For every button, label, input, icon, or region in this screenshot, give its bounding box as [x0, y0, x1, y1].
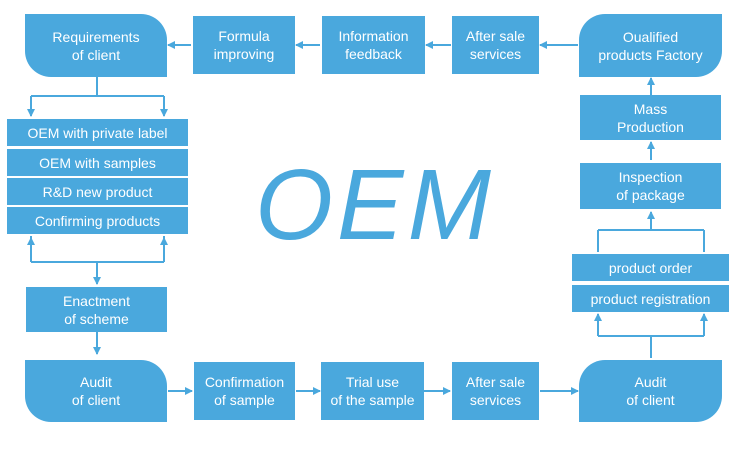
oem-samples: OEM with samples — [7, 149, 188, 176]
audit-of-client-right: Audit of client — [579, 360, 722, 422]
after-sale-services-bottom: After sale services — [452, 362, 539, 420]
inspection-of-package: Inspection of package — [580, 163, 721, 209]
enactment-of-scheme: Enactment of scheme — [26, 287, 167, 332]
requirements-of-client: Requirements of client — [25, 14, 167, 77]
audit-of-client-left: Audit of client — [25, 360, 167, 422]
oem-private-label: OEM with private label — [7, 119, 188, 146]
trial-use-of-sample: Trial use of the sample — [321, 362, 424, 420]
confirmation-of-sample: Confirmation of sample — [194, 362, 295, 420]
oem-title: OEM — [255, 149, 495, 261]
mass-production: Mass Production — [580, 95, 721, 140]
confirming-products: Confirming products — [7, 207, 188, 234]
rd-new-product: R&D new product — [7, 178, 188, 205]
product-order: product order — [572, 254, 729, 281]
after-sale-services-top: After sale services — [452, 16, 539, 74]
formula-improving: Formula improving — [193, 16, 295, 74]
qualified-products-factory: Oualified products Factory — [579, 14, 722, 77]
product-registration: product registration — [572, 285, 729, 312]
information-feedback: Information feedback — [322, 16, 425, 74]
